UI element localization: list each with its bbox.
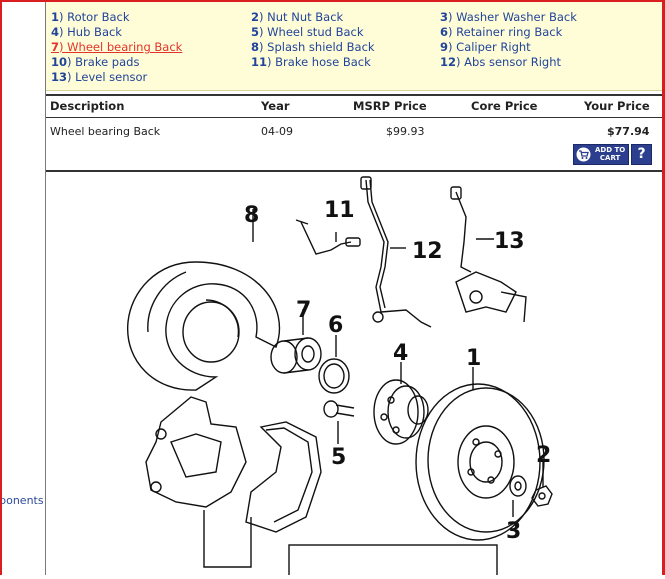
leader-lines — [203, 510, 252, 568]
add-to-cart-label-2: CART — [599, 154, 621, 162]
part-link-5[interactable]: 5) Wheel stud Back — [251, 25, 364, 39]
washer-drawing — [509, 475, 527, 497]
hub-drawing — [373, 379, 429, 445]
callout-2: 2 — [536, 443, 551, 468]
cart-icon — [576, 147, 591, 162]
callout-5: 5 — [331, 445, 346, 470]
callout-3: 3 — [506, 519, 521, 544]
part-link-3[interactable]: 3) Washer Washer Back — [440, 10, 577, 24]
help-button[interactable]: ? — [631, 144, 652, 165]
callout-1: 1 — [466, 346, 481, 371]
left-sidebar: Components s — [2, 2, 45, 575]
table-row: Wheel bearing Back 04-09 $99.93 $77.94 A… — [46, 118, 662, 168]
window-frame-left — [0, 0, 2, 575]
part-link-10[interactable]: 10) Brake pads — [51, 55, 140, 69]
brake-hose-drawing — [295, 219, 361, 255]
part-link-12[interactable]: 12) Abs sensor Right — [440, 55, 562, 69]
callout-13: 13 — [494, 229, 525, 254]
part-link-8[interactable]: 8) Splash shield Back — [251, 40, 375, 54]
add-to-cart-label-1: ADD TO — [595, 146, 626, 154]
level-sensor-drawing — [450, 186, 527, 323]
abs-sensor-drawing — [360, 176, 432, 328]
sidebar-link-components[interactable]: Components — [2, 494, 44, 507]
header-description: Description — [50, 99, 125, 113]
callout-11: 11 — [324, 198, 355, 223]
parts-diagram: 8 11 12 13 7 6 4 1 2 5 3 — [46, 172, 662, 578]
cell-your-price: $77.94 — [607, 125, 650, 138]
add-to-cart-button[interactable]: ADD TO CART — [573, 144, 629, 165]
row-separator — [46, 170, 662, 172]
cell-msrp: $99.93 — [386, 125, 425, 138]
rotor-drawing — [415, 383, 545, 541]
parts-diagram-svg: 8 11 12 13 7 6 4 1 2 5 3 — [127, 176, 553, 578]
part-link-7-active[interactable]: 7) Wheel bearing Back — [51, 40, 183, 54]
callout-8: 8 — [244, 203, 259, 228]
sidebar-divider — [45, 2, 46, 575]
splash-shield-drawing — [127, 261, 281, 391]
part-link-2[interactable]: 2) Nut Nut Back — [251, 10, 344, 24]
header-msrp: MSRP Price — [353, 99, 427, 113]
part-link-4[interactable]: 4) Hub Back — [51, 25, 122, 39]
part-link-6[interactable]: 6) Retainer ring Back — [440, 25, 563, 39]
window-frame-right — [662, 0, 665, 575]
nut-drawing — [531, 485, 553, 507]
header-your-price: Your Price — [584, 99, 650, 113]
cell-description: Wheel bearing Back — [50, 125, 161, 138]
window-frame-top — [0, 0, 665, 2]
retainer-ring-drawing — [318, 358, 350, 394]
table-header: Description Year MSRP Price Core Price Y… — [46, 94, 662, 119]
caliper-drawing — [145, 396, 247, 508]
callout-4: 4 — [393, 341, 408, 366]
callout-12: 12 — [412, 239, 443, 264]
callout-6: 6 — [328, 313, 343, 338]
part-link-9[interactable]: 9) Caliper Right — [440, 40, 531, 54]
diagram-callouts: 8 11 12 13 7 6 4 1 2 5 3 — [244, 198, 551, 544]
brake-pads-drawing — [245, 421, 322, 533]
wheel-stud-drawing — [323, 400, 355, 418]
cell-year: 04-09 — [261, 125, 293, 138]
callout-7: 7 — [296, 298, 311, 323]
part-link-13[interactable]: 13) Level sensor — [51, 70, 148, 84]
part-link-11[interactable]: 11) Brake hose Back — [251, 55, 371, 69]
header-core: Core Price — [471, 99, 538, 113]
header-year: Year — [261, 99, 290, 113]
part-link-1[interactable]: 1) Rotor Back — [51, 10, 130, 24]
parts-list: 1) Rotor Back 2) Nut Nut Back 3) Washer … — [46, 2, 662, 91]
wheel-bearing-drawing — [270, 337, 322, 374]
